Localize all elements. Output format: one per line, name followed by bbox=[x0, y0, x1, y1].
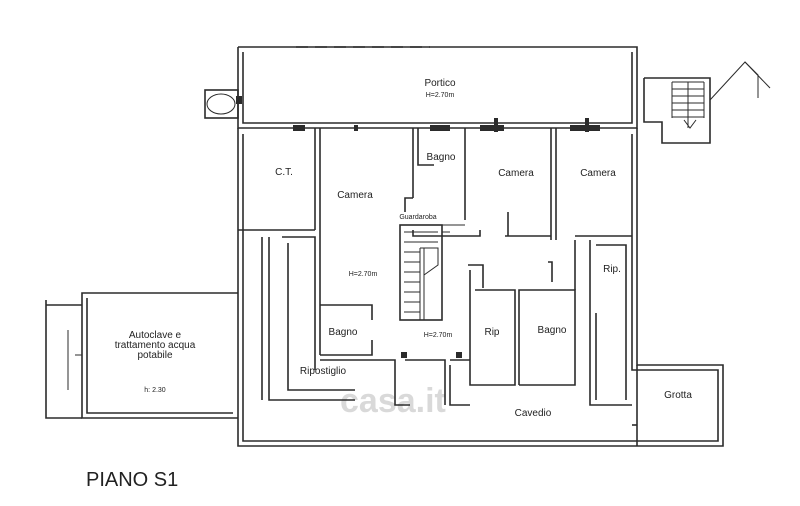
label-camera-3: Camera bbox=[580, 168, 616, 179]
internal-stair bbox=[399, 224, 465, 321]
label-cavedio: Cavedio bbox=[515, 408, 552, 419]
interior-walls bbox=[238, 128, 638, 446]
label-guardaroba: Guardaroba bbox=[399, 214, 436, 221]
label-height-left: H=2.70m bbox=[349, 271, 378, 278]
label-rip-center: Rip bbox=[484, 327, 499, 338]
label-rip-right: Rip. bbox=[603, 264, 621, 275]
label-height-center: H=2.70m bbox=[424, 332, 453, 339]
label-bagno-right: Bagno bbox=[538, 325, 567, 336]
exterior-stair bbox=[643, 61, 771, 144]
label-grotta: Grotta bbox=[664, 390, 692, 401]
label-ct: C.T. bbox=[275, 167, 293, 178]
label-autoclave-2: trattamento acqua bbox=[115, 340, 196, 351]
label-portico-height: H=2.70m bbox=[426, 92, 455, 99]
label-autoclave-3: potabile bbox=[137, 350, 172, 361]
label-bagno-left: Bagno bbox=[329, 327, 358, 338]
plan-title: PIANO S1 bbox=[86, 469, 178, 491]
label-ripostiglio: Ripostiglio bbox=[300, 366, 347, 377]
label-autoclave-1: Autoclave e bbox=[129, 330, 182, 341]
watermark: casa.it bbox=[340, 382, 446, 420]
label-portico: Portico bbox=[424, 78, 456, 89]
room-labels: Portico H=2.70m C.T. Camera Bagno Camera… bbox=[115, 78, 693, 419]
label-camera-2: Camera bbox=[498, 168, 534, 179]
label-autoclave-height: h: 2.30 bbox=[144, 387, 166, 394]
outer-walls bbox=[45, 46, 724, 447]
windows bbox=[236, 96, 600, 358]
label-bagno-top: Bagno bbox=[427, 152, 456, 163]
tank-symbol bbox=[204, 89, 239, 119]
label-camera-1: Camera bbox=[337, 190, 373, 201]
